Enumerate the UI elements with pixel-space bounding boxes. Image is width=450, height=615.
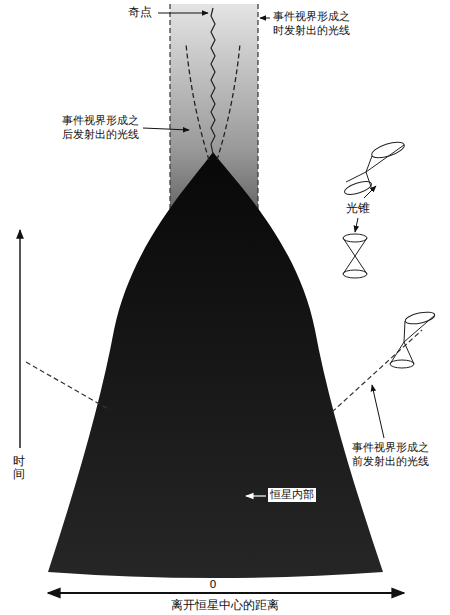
light-ray [332, 330, 422, 412]
leader-arrow [364, 186, 376, 198]
light-ray [186, 44, 209, 160]
cone-label: 光锥 [346, 201, 370, 216]
leader-arrow [158, 13, 208, 14]
light-ray [217, 44, 240, 160]
axis-label: 时间 [13, 455, 25, 481]
distance-axis [48, 592, 404, 594]
light-ray [26, 362, 110, 410]
ray-label: 事件视界形成之时发射出的光线 [273, 10, 353, 38]
ray-label: 事件视界形成之前发射出的光线 [352, 441, 432, 469]
light-cone [390, 310, 436, 368]
light-cone [343, 234, 367, 278]
light-cone [343, 139, 406, 197]
singularity-line [211, 8, 215, 154]
leader-arrow [355, 218, 358, 232]
star-body [48, 152, 383, 578]
time-axis [19, 230, 20, 448]
leader-arrow [372, 385, 384, 438]
singularity-label: 奇点 [128, 5, 152, 20]
leader-arrow [246, 495, 266, 496]
leader-arrow [260, 18, 270, 19]
ray-label: 事件视界形成之后发射出的光线 [62, 114, 142, 142]
axis-label: 离开恒星中心的距离 [171, 598, 279, 613]
star-interior-label: 恒星内部 [268, 488, 316, 502]
axis-tick-label: 0 [208, 578, 219, 592]
leader-arrow [143, 128, 189, 130]
